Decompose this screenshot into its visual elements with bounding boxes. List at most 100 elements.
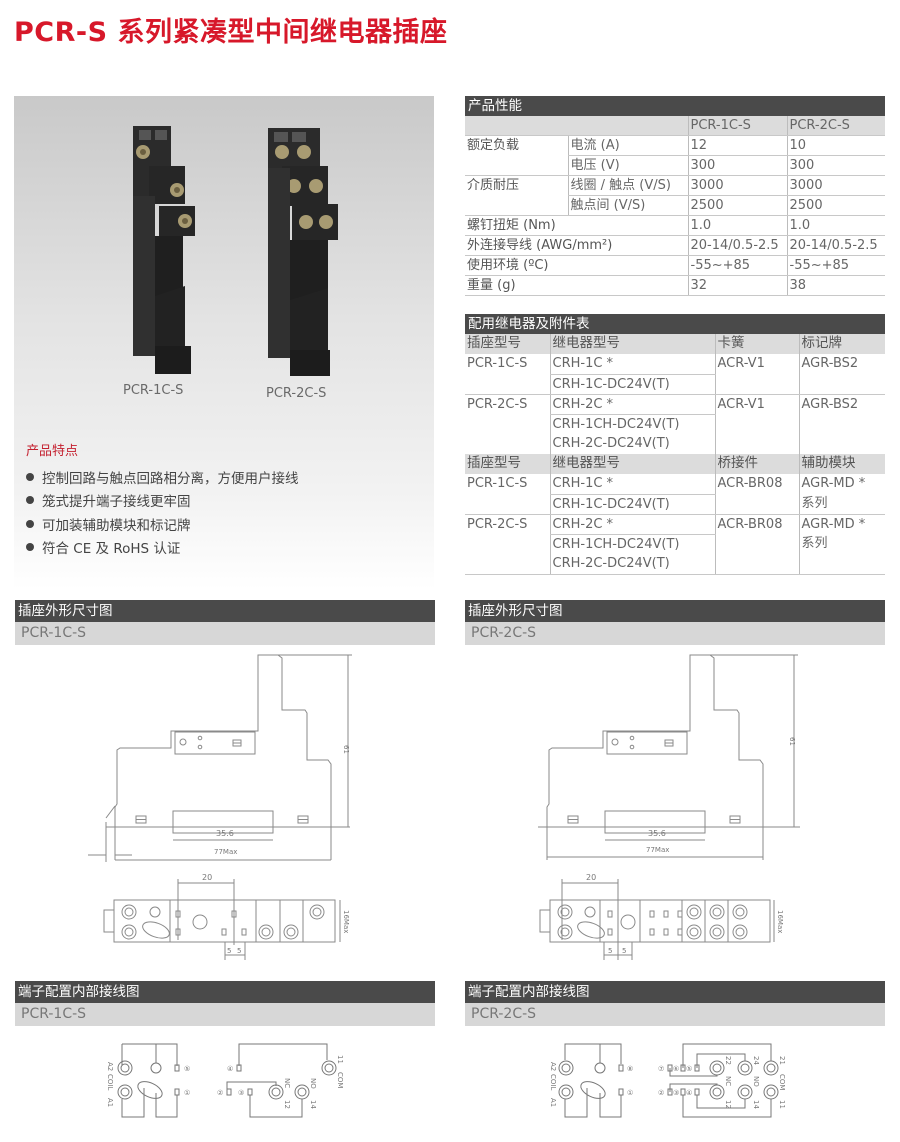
svg-text:61: 61 xyxy=(788,737,796,746)
table-row: CRH-1CH-DC24V(T) xyxy=(465,414,885,434)
accessories-title: 配用继电器及附件表 xyxy=(465,314,885,334)
table-header-row: 插座型号 继电器型号 桥接件 辅助模块 xyxy=(465,454,885,474)
page-title: PCR-S 系列紧凑型中间继电器插座 xyxy=(14,17,448,48)
performance-table: 产品性能 PCR-1C-S PCR-2C-S 额定负载 电流 (A) 12 10… xyxy=(465,96,885,297)
svg-text:20: 20 xyxy=(586,873,596,882)
svg-text:20: 20 xyxy=(202,873,212,882)
svg-text:NO: NO xyxy=(752,1076,760,1087)
svg-text:④: ④ xyxy=(686,1089,692,1097)
svg-text:77Max: 77Max xyxy=(214,848,237,856)
svg-text:COIL: COIL xyxy=(106,1074,114,1090)
table-row: 使用环境 (ºC) -55~+85 -55~+85 xyxy=(465,255,885,277)
svg-text:④: ④ xyxy=(227,1065,233,1073)
svg-text:61: 61 xyxy=(342,745,350,754)
svg-text:COIL: COIL xyxy=(549,1074,557,1090)
section-title: 端子配置内部接线图 xyxy=(15,981,435,1003)
svg-text:⑤: ⑤ xyxy=(184,1065,190,1073)
table-row: CRH-1C-DC24V(T) xyxy=(465,374,885,395)
feature-item: 符合 CE 及 RoHS 认证 xyxy=(26,536,299,560)
table-row: CRH-1CH-DC24V(T) 系列 xyxy=(465,534,885,575)
feature-item: 可加装辅助模块和标记牌 xyxy=(26,512,299,536)
svg-text:⑤: ⑤ xyxy=(686,1065,692,1073)
svg-text:35.6: 35.6 xyxy=(648,829,666,838)
svg-text:①: ① xyxy=(627,1089,633,1097)
table-row: 重量 (g) 32 38 xyxy=(465,275,885,297)
svg-text:77Max: 77Max xyxy=(646,846,669,854)
feature-item: 笼式提升端子接线更牢固 xyxy=(26,489,299,513)
relay-socket-1c-image xyxy=(133,126,195,374)
svg-text:①: ① xyxy=(184,1089,190,1097)
bullet-icon xyxy=(26,472,34,481)
features-title: 产品特点 xyxy=(26,444,79,459)
svg-text:5: 5 xyxy=(622,947,626,955)
svg-text:⑧: ⑧ xyxy=(627,1065,633,1073)
svg-text:5: 5 xyxy=(608,947,612,955)
svg-text:A2: A2 xyxy=(549,1062,557,1071)
table-row: PCR-1C-S CRH-1C * ACR-V1 AGR-BS2 xyxy=(465,354,885,395)
feature-item: 控制回路与触点回路相分离，方便用户接线 xyxy=(26,465,299,489)
bullet-icon xyxy=(26,496,34,505)
table-row: CRH-1C-DC24V(T) 系列 xyxy=(465,494,885,515)
dimension-drawing-2c: 61 35.6 77Max 20 5 5 16Max xyxy=(538,654,800,960)
section-title: 端子配置内部接线图 xyxy=(465,981,885,1003)
svg-text:35.6: 35.6 xyxy=(216,829,234,838)
table-row: 外连接导线 (AWG/mm²) 20-14/0.5-2.5 20-14/0.5-… xyxy=(465,235,885,257)
svg-text:12: 12 xyxy=(283,1100,291,1109)
section-model: PCR-2C-S xyxy=(465,1003,885,1026)
table-row: CRH-2C-DC24V(T) xyxy=(465,554,885,575)
svg-text:③: ③ xyxy=(673,1089,679,1097)
section-title: 插座外形尺寸图 xyxy=(15,600,435,622)
dimension-drawing-1c: 61 35.6 77Max 20 5 5 16Max xyxy=(88,654,352,960)
wiring-section-1c: 端子配置内部接线图 PCR-1C-S xyxy=(15,981,435,1026)
caption-pcr-1c-s: PCR-1C-S xyxy=(123,383,184,398)
table-row: 介质耐压 线圈 / 触点 (V/S) 3000 3000 xyxy=(465,175,885,197)
svg-text:③: ③ xyxy=(238,1089,244,1097)
svg-text:A1: A1 xyxy=(549,1098,557,1107)
table-row: 螺钉扭矩 (Nm) 1.0 1.0 xyxy=(465,215,885,237)
svg-text:12: 12 xyxy=(724,1100,732,1109)
bullet-icon xyxy=(26,519,34,528)
svg-text:⑥: ⑥ xyxy=(673,1065,679,1073)
performance-title: 产品性能 xyxy=(465,96,885,116)
table-header-row: 插座型号 继电器型号 卡簧 标记牌 xyxy=(465,334,885,354)
svg-text:16Max: 16Max xyxy=(776,910,784,933)
svg-text:5: 5 xyxy=(227,947,231,955)
section-model: PCR-1C-S xyxy=(15,622,435,645)
table-row: PCR-2C-S CRH-2C * ACR-BR08 AGR-MD * xyxy=(465,514,885,575)
svg-text:NO: NO xyxy=(309,1078,317,1089)
svg-text:NC: NC xyxy=(724,1076,732,1086)
svg-text:②: ② xyxy=(658,1089,664,1097)
svg-text:14: 14 xyxy=(309,1100,317,1109)
section-model: PCR-1C-S xyxy=(15,1003,435,1026)
table-row: PCR-1C-S CRH-1C * ACR-BR08 AGR-MD * xyxy=(465,474,885,515)
caption-pcr-2c-s: PCR-2C-S xyxy=(266,386,327,401)
features-list: 产品特点 控制回路与触点回路相分离，方便用户接线 笼式提升端子接线更牢固 可加装… xyxy=(26,440,299,559)
accessories-table: 配用继电器及附件表 插座型号 继电器型号 卡簧 标记牌 PCR-1C-S CRH… xyxy=(465,314,885,575)
svg-text:22: 22 xyxy=(724,1056,732,1065)
svg-text:A1: A1 xyxy=(106,1098,114,1107)
svg-text:11: 11 xyxy=(336,1055,344,1064)
svg-text:A2: A2 xyxy=(106,1062,114,1071)
section-model: PCR-2C-S xyxy=(465,622,885,645)
wiring-section-2c: 端子配置内部接线图 PCR-2C-S xyxy=(465,981,885,1026)
table-row: CRH-2C-DC24V(T) xyxy=(465,434,885,454)
table-row: 电压 (V) 300 300 xyxy=(465,155,885,177)
svg-text:21: 21 xyxy=(778,1056,786,1065)
svg-text:24: 24 xyxy=(752,1056,760,1065)
table-row: 触点间 (V/S) 2500 2500 xyxy=(465,195,885,217)
svg-text:②: ② xyxy=(217,1089,223,1097)
svg-text:5: 5 xyxy=(237,947,241,955)
svg-text:14: 14 xyxy=(752,1100,760,1109)
relay-socket-2c-image xyxy=(268,128,338,376)
section-title: 插座外形尺寸图 xyxy=(465,600,885,622)
svg-text:NC: NC xyxy=(283,1078,291,1088)
svg-text:COM: COM xyxy=(778,1074,786,1090)
svg-text:⑦: ⑦ xyxy=(658,1065,664,1073)
table-row: PCR-2C-S CRH-2C * ACR-V1 AGR-BS2 xyxy=(465,394,885,454)
svg-text:COM: COM xyxy=(336,1072,344,1088)
wiring-diagram-2c: A2 COIL A1 ⑧ ① ⑦ ⑥ ⑤ ② ③ ④ 22 24 21 NC N… xyxy=(549,1043,786,1118)
dimension-section-2c: 插座外形尺寸图 PCR-2C-S xyxy=(465,600,885,645)
bullet-icon xyxy=(26,543,34,552)
svg-text:16Max: 16Max xyxy=(342,910,350,933)
table-row: 额定负载 电流 (A) 12 10 xyxy=(465,135,885,157)
